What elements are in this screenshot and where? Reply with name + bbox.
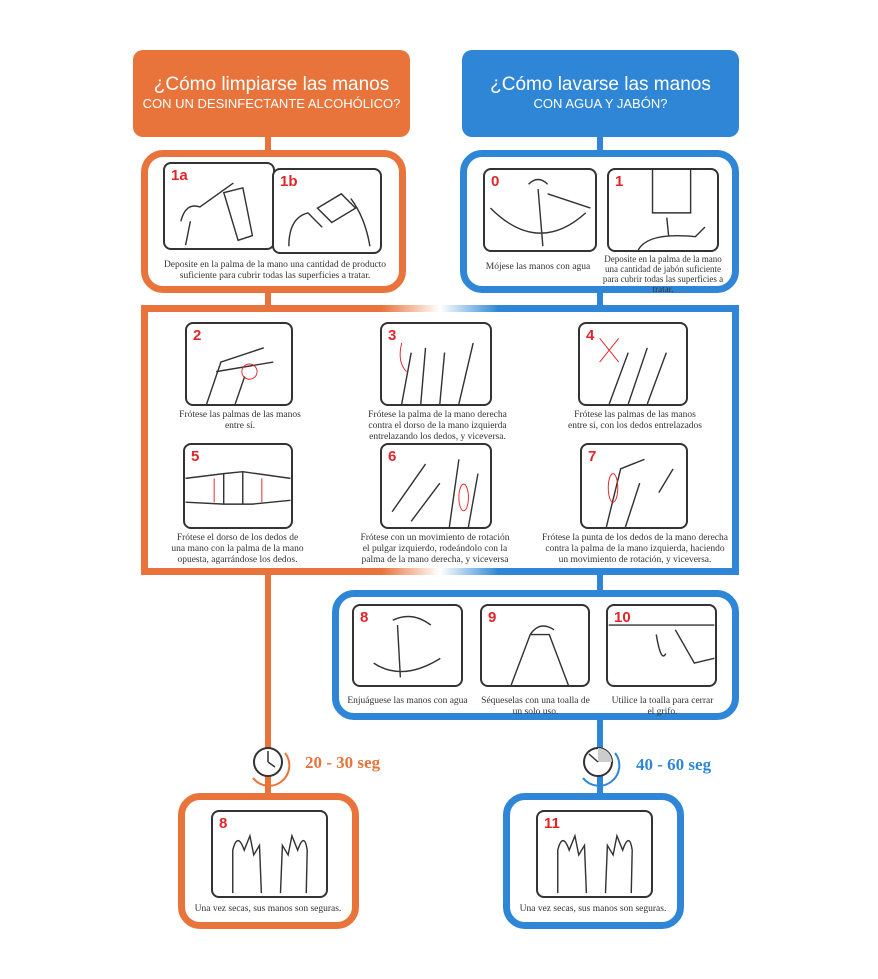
step-8-final-panel: 8 [211, 810, 328, 898]
connector-line [265, 572, 271, 794]
step-1a-panel: 1a [163, 162, 275, 250]
step-5-caption: Frótese el dorso de los dedos de una man… [171, 533, 304, 565]
step-9-panel: 9 [480, 604, 590, 687]
connector-line [597, 137, 603, 152]
step-0-panel: 0 [483, 168, 597, 252]
step-number: 9 [488, 609, 497, 626]
clean-hands-illustration [232, 833, 308, 894]
step-3-caption: Frótese la palma de la mano derecha cont… [368, 410, 507, 442]
step-number: 7 [588, 448, 597, 465]
finger-grip-illustration [185, 470, 291, 505]
connector-line [597, 290, 603, 308]
step-1-caption: Deposite en la palma de la mano una cant… [602, 254, 724, 294]
step-11-panel: 11 [536, 810, 653, 898]
rinse-illustration [373, 615, 441, 678]
step-8-caption: Enjuáguese las manos con agua [347, 696, 468, 706]
step-7-caption: Frótese la punta de los dedos de la mano… [542, 533, 728, 565]
hand-dispenser-illustration [180, 182, 254, 246]
step-number: 1a [171, 167, 188, 184]
step-number: 8 [219, 815, 228, 832]
alcohol-duration: 20 - 30 seg [305, 753, 381, 772]
step-6-panel: 6 [380, 443, 492, 529]
interlaced-fingers-illustration [599, 337, 668, 404]
step-4-panel: 4 [578, 322, 688, 406]
step-1-panel: 1 [607, 168, 719, 252]
step-number: 2 [193, 327, 202, 344]
step-number: 3 [388, 327, 397, 344]
soap-duration: 40 - 60 seg [636, 755, 712, 774]
step-3-panel: 3 [380, 322, 492, 406]
step-number: 4 [586, 327, 595, 344]
step-1b-panel: 1b [272, 168, 382, 254]
clock-icon [252, 747, 291, 787]
alcohol-header: ¿Cómo limpiarse las manos CON UN DESINFE… [133, 50, 410, 137]
step-8-final-caption: Una vez secas, sus manos son seguras. [194, 904, 342, 914]
back-of-hand-illustration [399, 342, 474, 404]
fingertips-rotation-illustration [605, 458, 674, 527]
soap-dispenser-illustration [637, 170, 706, 250]
step-10-panel: 10 [606, 604, 717, 687]
close-tap-illustration [608, 624, 715, 664]
step-number: 1b [280, 173, 298, 190]
step-9-caption: Séqueselas con una toalla de un solo uso… [481, 696, 590, 717]
step-6-caption: Frótese con un movimiento de rotación el… [360, 533, 510, 565]
header-title: ¿Cómo lavarse las manos [490, 74, 711, 95]
step-2-caption: Frótese las palmas de las manos entre sí… [179, 410, 301, 431]
header-subtitle: CON AGUA Y JABÓN? [533, 96, 668, 111]
step-number: 1 [615, 173, 624, 190]
step-number: 11 [544, 815, 560, 832]
step-5-panel: 5 [183, 443, 293, 529]
connector-line [265, 137, 271, 152]
sink-illustration [489, 178, 591, 247]
step-10-caption: Utilice la toalla para cerrar el grifo. [611, 696, 714, 717]
palms-rubbing-illustration [205, 347, 274, 404]
step-number: 8 [360, 609, 369, 626]
step-number: 0 [491, 173, 500, 190]
hand-bottle-illustration [288, 192, 371, 247]
step-11-caption: Una vez secas, sus manos son seguras. [519, 904, 667, 914]
step-8-panel: 8 [352, 604, 463, 687]
clean-hands-illustration [557, 833, 633, 894]
towel-dry-illustration [510, 625, 569, 685]
step-7-panel: 7 [580, 443, 688, 529]
clock-icon [582, 747, 621, 787]
connector-line [597, 572, 603, 592]
header-title: ¿Cómo limpiarse las manos [153, 74, 390, 95]
step-4-caption: Frótese las palmas de las manos entre sí… [567, 410, 702, 431]
connector-line [265, 290, 271, 308]
step-0-caption: Mójese las manos con agua [485, 262, 591, 272]
step-1ab-caption: Deposite en la palma de la mano una cant… [163, 260, 387, 281]
step-number: 5 [191, 448, 200, 465]
step-number: 6 [388, 448, 397, 465]
step-2-panel: 2 [185, 322, 293, 406]
header-subtitle: CON UN DESINFECTANTE ALCOHÓLICO? [142, 96, 401, 111]
thumb-rotation-illustration [391, 459, 479, 527]
soap-header: ¿Cómo lavarse las manos CON AGUA Y JABÓN… [462, 50, 739, 137]
step-number: 10 [614, 609, 631, 626]
